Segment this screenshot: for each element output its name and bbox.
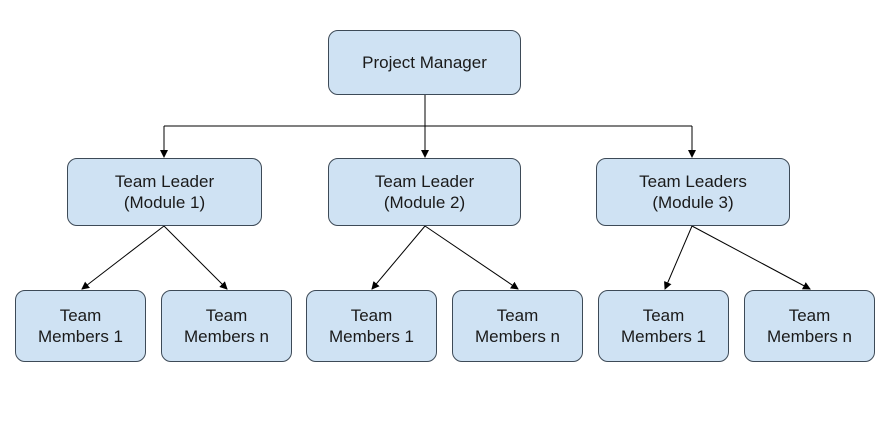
node-label-line2: (Module 2) [383, 193, 466, 212]
team-member-node-1: Team Members 1 [15, 290, 146, 362]
node-label-line2: Members 1 [328, 327, 415, 346]
team-leader-node-1: Team Leader (Module 1) [67, 158, 262, 226]
node-label-line2: (Module 3) [652, 193, 734, 212]
connector-leader-1-member-1 [81, 225, 165, 290]
node-label-line1: Team [496, 306, 539, 325]
node-label-line1: Team [788, 306, 831, 325]
connector-leader-3-member-5 [664, 225, 693, 290]
node-label-line1: Team [59, 306, 102, 325]
node-label-line1: Team Leader [374, 172, 475, 191]
node-label-line2: Members n [766, 327, 853, 346]
team-member-node-2: Team Members n [161, 290, 292, 362]
team-member-node-6: Team Members n [744, 290, 875, 362]
team-member-node-3: Team Members 1 [306, 290, 437, 362]
connector-leader-3-member-6 [691, 225, 811, 290]
team-leader-node-2: Team Leader (Module 2) [328, 158, 521, 226]
node-label-line1: Team Leaders [639, 172, 747, 191]
connector-leader-2-member-3 [371, 225, 426, 290]
team-member-node-5: Team Members 1 [598, 290, 729, 362]
node-label-line1: Team Leader [114, 172, 215, 191]
node-label-line2: Members n [474, 327, 561, 346]
project-manager-node: Project Manager [328, 30, 521, 95]
node-label-line1: Team [205, 306, 248, 325]
team-member-node-4: Team Members n [452, 290, 583, 362]
node-label-line1: Team [642, 306, 685, 325]
node-label-line2: (Module 1) [123, 193, 206, 212]
team-leader-node-3: Team Leaders (Module 3) [596, 158, 790, 226]
node-label: Project Manager [362, 53, 487, 72]
node-label-line2: Members 1 [37, 327, 124, 346]
node-label-line2: Members 1 [620, 327, 707, 346]
node-label-line1: Team [350, 306, 393, 325]
connector-leader-1-member-2 [163, 225, 228, 290]
node-label-line2: Members n [183, 327, 270, 346]
connector-leader-2-member-4 [424, 225, 519, 290]
